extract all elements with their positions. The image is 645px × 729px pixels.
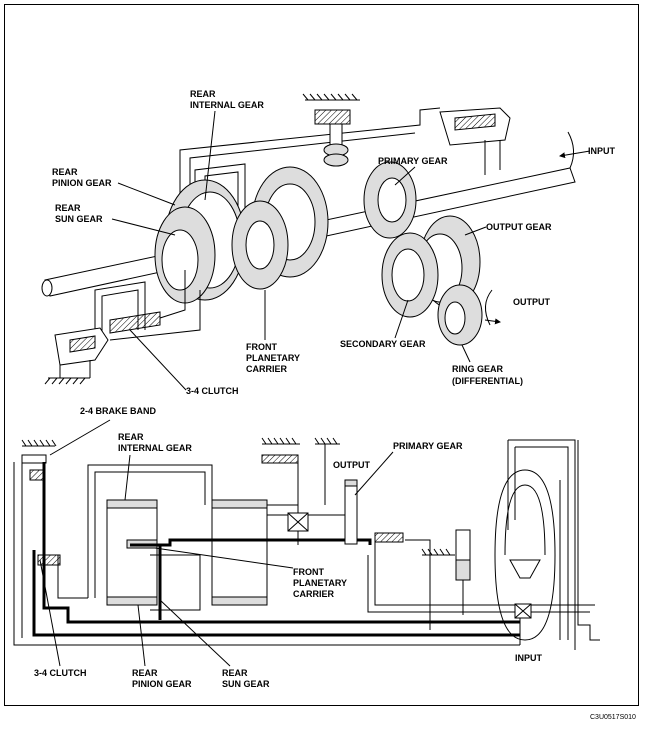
top-brake-block [314, 109, 351, 125]
label-front-planetary-1: FRONT [246, 342, 277, 352]
label-b-34-clutch: 3-4 CLUTCH [34, 668, 87, 678]
rear-sun-gear [161, 229, 199, 291]
label-primary-gear: PRIMARY GEAR [378, 156, 448, 166]
figure-code: C3U0517S010 [590, 714, 636, 721]
label-b-primary-gear: PRIMARY GEAR [393, 441, 463, 451]
label-rear-sun-1: REAR [55, 203, 81, 213]
label-b-input: INPUT [515, 653, 543, 663]
ground-hatch-b1 [21, 439, 57, 447]
lower-drum [94, 281, 146, 340]
front-planetary [211, 504, 268, 601]
label-rear-pinion-1: REAR [52, 167, 78, 177]
label-ring-gear-1: RING GEAR [452, 364, 504, 374]
torque-converter [494, 469, 556, 641]
figure-frame [4, 4, 639, 706]
cutaway-illustration [41, 93, 591, 385]
label-output-gear: OUTPUT GEAR [486, 222, 552, 232]
label-b-rear-pinion-1: REAR [132, 668, 158, 678]
label-input-top: INPUT [588, 146, 616, 156]
upper-frame [179, 107, 441, 240]
label-b-rear-internal-2: INTERNAL GEAR [118, 443, 192, 453]
rear-planetary [106, 504, 158, 601]
label-b-rear-internal-1: REAR [118, 432, 144, 442]
label-rear-internal-2: INTERNAL GEAR [190, 100, 264, 110]
label-b-rear-pinion-2: PINION GEAR [132, 679, 192, 689]
ground-hatch-top-1 [302, 93, 360, 101]
ground-hatch-b4 [421, 548, 455, 556]
label-b-rear-sun-2: SUN GEAR [222, 679, 270, 689]
label-b-front-planetary-2: PLANETARY [293, 578, 347, 588]
primary-gear-shaft [344, 481, 358, 545]
ground-hatch-b3 [314, 437, 340, 445]
label-rear-sun-2: SUN GEAR [55, 214, 103, 224]
label-b-front-planetary-1: FRONT [293, 567, 324, 577]
label-front-planetary-3: CARRIER [246, 364, 288, 374]
label-rear-pinion-2: PINION GEAR [52, 178, 112, 188]
label-secondary-gear: SECONDARY GEAR [340, 339, 426, 349]
label-ring-gear-2: (DIFFERENTIAL) [452, 376, 523, 386]
label-rear-internal-1: REAR [190, 89, 216, 99]
label-b-front-planetary-3: CARRIER [293, 589, 335, 599]
label-b-rear-sun-1: REAR [222, 668, 248, 678]
ground-hatch-b2 [261, 437, 300, 445]
ground-hatch-top-2 [44, 377, 90, 385]
label-front-planetary-2: PLANETARY [246, 353, 300, 363]
clutch-34-pack [109, 311, 161, 334]
schematic-diagram [13, 437, 600, 650]
label-24-brake-band: 2-4 BRAKE BAND [80, 406, 157, 416]
label-34-clutch-top: 3-4 CLUTCH [186, 386, 239, 396]
label-output-top: OUTPUT [513, 297, 551, 307]
label-b-output: OUTPUT [333, 460, 371, 470]
